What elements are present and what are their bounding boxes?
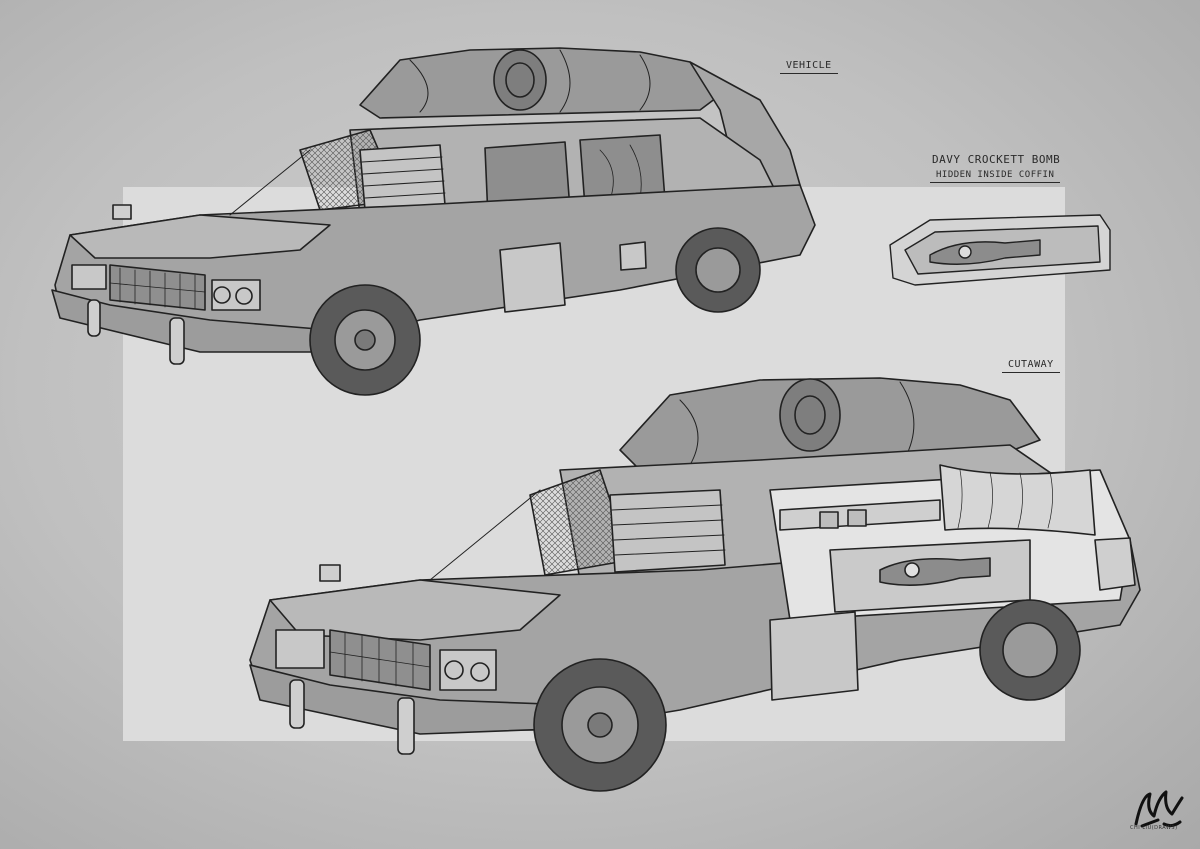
headlight-right [439, 649, 497, 691]
side-armor-plate [769, 611, 859, 701]
signature-caption: CHI LIU(DRAWS) [1130, 825, 1178, 831]
roof-barrel [779, 378, 841, 452]
windshield-louvers [359, 144, 446, 211]
coffin-sketch [889, 214, 1111, 286]
headlight-left [71, 264, 107, 290]
cutaway-label: CUTAWAY [1002, 359, 1060, 373]
hearse-exterior [51, 47, 816, 396]
hearse-cutaway [249, 377, 1141, 792]
windshield-louvers [609, 489, 726, 573]
hood [69, 214, 331, 259]
front-grille [329, 629, 431, 691]
vehicle-label: VEHICLE [780, 60, 838, 74]
headlight-left [275, 629, 325, 669]
bomb-in-coffin [929, 239, 1041, 265]
bomb-title-label: DAVY CROCKETT BOMB [932, 153, 1061, 166]
interior-curtain [939, 464, 1096, 536]
side-armor-plate [499, 242, 566, 313]
bomb-subtitle-label: HIDDEN INSIDE COFFIN [930, 170, 1061, 183]
roof-barrel [493, 49, 547, 111]
artist-signature-logo [1134, 790, 1184, 828]
